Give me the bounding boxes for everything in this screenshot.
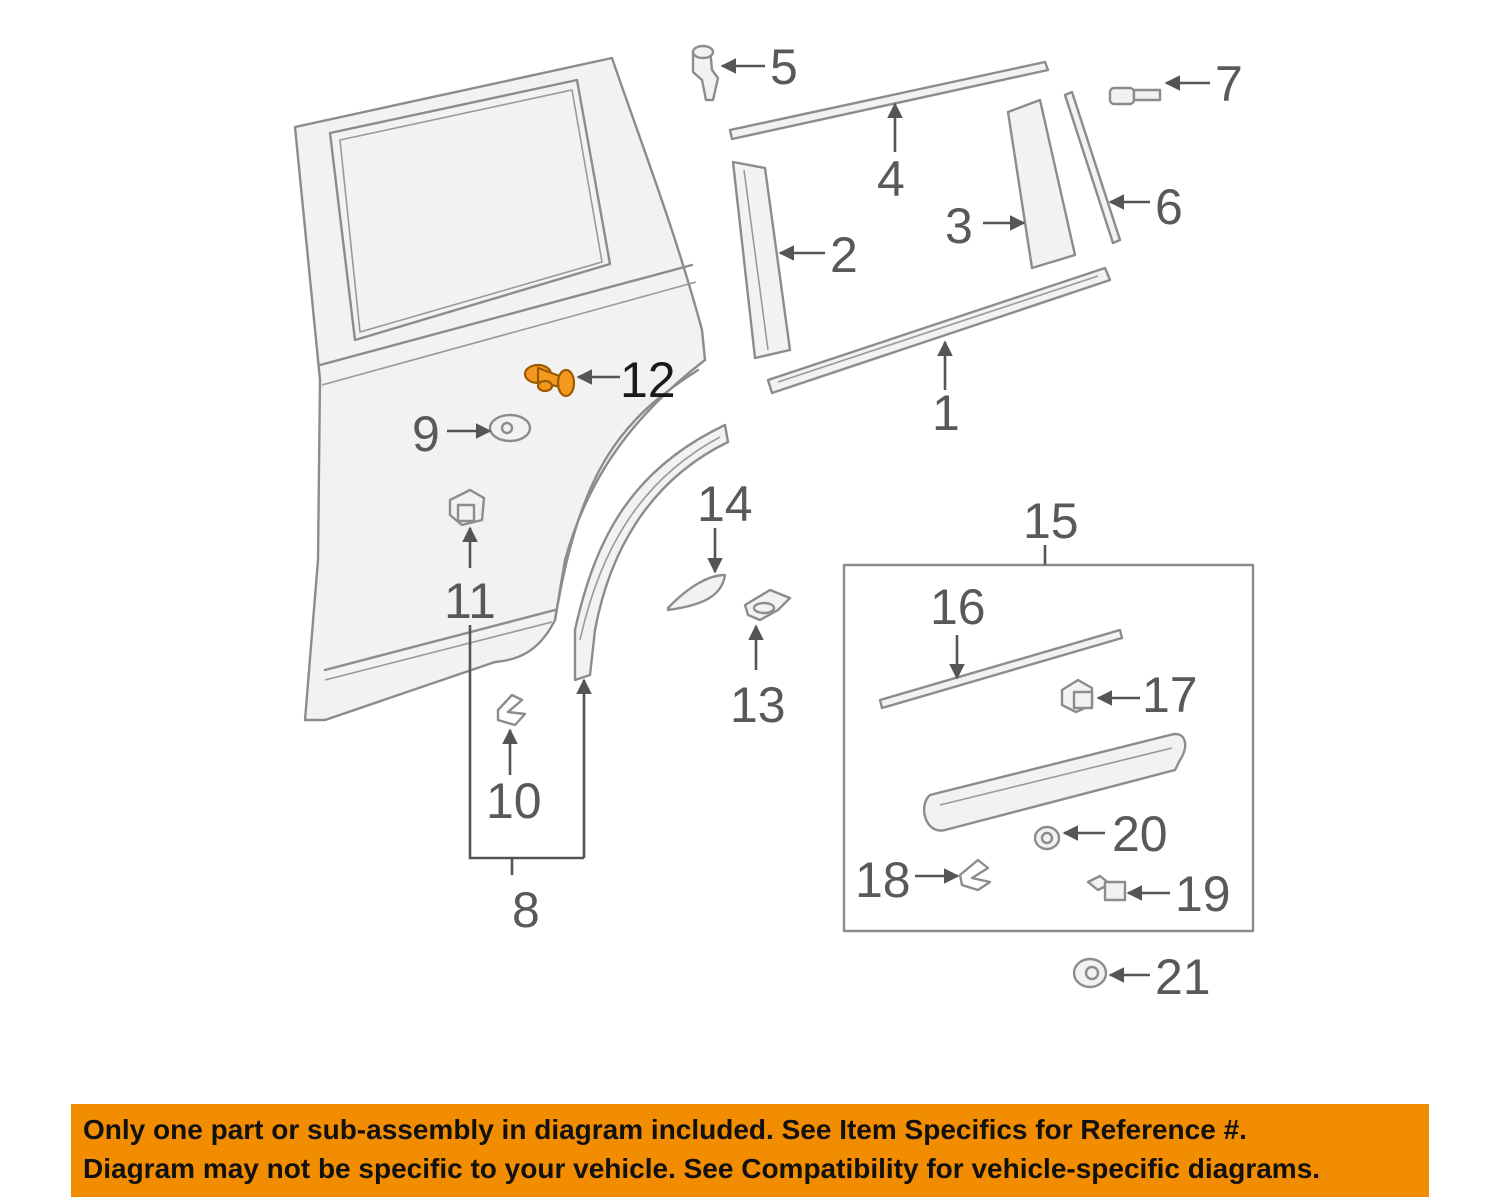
callout-10: 10 bbox=[486, 773, 542, 829]
callout-5: 5 bbox=[770, 39, 798, 95]
callout-13: 13 bbox=[730, 677, 786, 733]
part-8-arch-moulding bbox=[573, 423, 730, 682]
leader-lines bbox=[447, 58, 1210, 983]
part-1-belt-moulding bbox=[766, 266, 1112, 395]
part-14-protector bbox=[666, 573, 727, 612]
part-21-nut bbox=[1072, 957, 1108, 989]
rear-door-panel bbox=[293, 56, 707, 722]
part-17-clip bbox=[1060, 678, 1094, 714]
part-5-clip bbox=[691, 44, 720, 102]
callout-11: 11 bbox=[444, 573, 496, 629]
callout-21: 21 bbox=[1155, 949, 1211, 1005]
notice-banner: Only one part or sub-assembly in diagram… bbox=[71, 1104, 1429, 1197]
part-10-clip bbox=[496, 693, 527, 727]
callout-labels: 1 2 3 4 5 6 7 8 9 10 11 12 13 14 15 16 1… bbox=[412, 39, 1243, 1005]
notice-line-2: Diagram may not be specific to your vehi… bbox=[83, 1153, 1321, 1184]
callout-2: 2 bbox=[830, 227, 858, 283]
part-19-bolt bbox=[1086, 874, 1127, 902]
part-18-clip bbox=[958, 858, 992, 892]
notice-line-1: Only one part or sub-assembly in diagram… bbox=[83, 1114, 1247, 1145]
callout-14: 14 bbox=[697, 476, 753, 532]
callout-7: 7 bbox=[1215, 56, 1243, 112]
side-moulding-panel bbox=[922, 732, 1187, 832]
part-4-upper-moulding bbox=[728, 60, 1050, 141]
part-13-clip bbox=[743, 588, 792, 622]
callout-9: 9 bbox=[412, 406, 440, 462]
callout-1: 1 bbox=[932, 385, 960, 441]
callout-20: 20 bbox=[1112, 806, 1168, 862]
part-11-clip bbox=[448, 488, 486, 527]
callout-18: 18 bbox=[855, 852, 911, 908]
callout-3: 3 bbox=[945, 198, 973, 254]
part-20-nut bbox=[1033, 825, 1061, 851]
part-3-pillar-garnish bbox=[1006, 98, 1077, 270]
part-6-strip bbox=[1063, 90, 1122, 245]
callout-19: 19 bbox=[1175, 866, 1231, 922]
part-2-pillar-garnish bbox=[731, 160, 792, 360]
callout-4: 4 bbox=[877, 151, 905, 207]
callout-6: 6 bbox=[1155, 179, 1183, 235]
callout-17: 17 bbox=[1142, 667, 1198, 723]
part-16-moulding bbox=[878, 628, 1124, 710]
part-12-highlighted-fastener bbox=[523, 363, 576, 398]
callout-16: 16 bbox=[930, 579, 986, 635]
part-9-grommet bbox=[488, 413, 532, 443]
part-15-kit-box bbox=[842, 563, 1255, 933]
callout-12: 12 bbox=[620, 352, 676, 408]
callout-15: 15 bbox=[1023, 493, 1079, 549]
callout-8: 8 bbox=[512, 882, 540, 938]
part-7-bolt bbox=[1108, 86, 1162, 106]
